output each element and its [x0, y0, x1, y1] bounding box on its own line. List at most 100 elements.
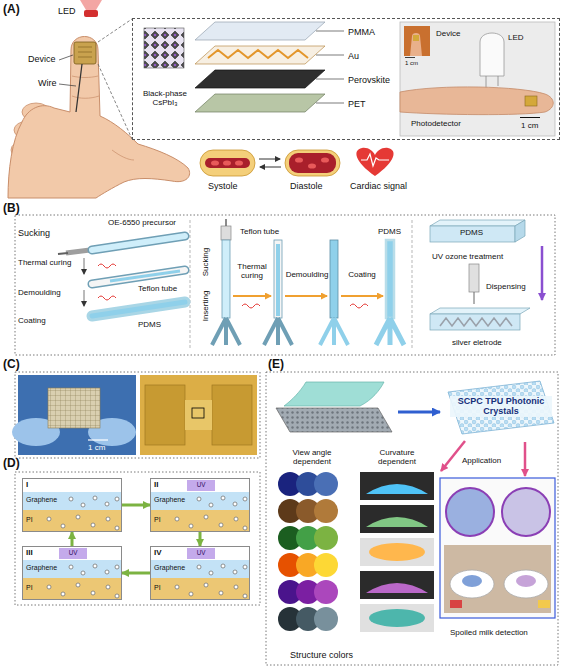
structure-color-samples — [369, 543, 425, 561]
ion-dot — [175, 585, 179, 589]
node-text: PI — [26, 584, 33, 592]
electrode-dispensing-process — [430, 220, 525, 226]
layer-stack — [195, 94, 325, 112]
panel-label: (E) — [268, 358, 284, 372]
annotation-label: PDMS — [460, 228, 483, 237]
uv-lamp: UV — [59, 548, 87, 559]
led-and-device — [59, 0, 132, 139]
blood-vessel-illustration — [285, 150, 340, 176]
slanted-tube-process — [84, 258, 85, 274]
device-photo — [480, 33, 504, 76]
cycle-arrow — [122, 504, 150, 507]
led-and-device — [76, 64, 82, 112]
electrode-dispensing-process — [541, 246, 544, 300]
ion-dot — [243, 497, 247, 501]
ion-dot — [76, 515, 80, 519]
ion-dot — [221, 564, 225, 568]
ion-dot — [115, 497, 119, 501]
annotation-label: View angle dependent — [282, 448, 342, 466]
annotation-label: Sucking — [201, 248, 210, 276]
blood-vessel-illustration — [211, 160, 219, 165]
annotation-label: OE-6550 precursor — [108, 218, 176, 227]
blood-vessel-illustration — [205, 158, 250, 168]
ion-dot — [209, 503, 213, 507]
node-text: PET — [348, 99, 366, 109]
photonic-crystal-sheet: SCPC TPU Photonic Crystals — [447, 380, 555, 436]
slanted-tube-process — [92, 270, 185, 284]
vertical-tube-process — [274, 240, 282, 318]
annotation-label: Device — [28, 54, 56, 64]
structure-color-samples — [314, 607, 338, 631]
ion-dot — [204, 583, 208, 587]
structure-color-samples — [314, 472, 338, 496]
structure-color-samples — [366, 517, 428, 527]
vertical-tube-process — [386, 240, 394, 318]
annotation-label: Coating — [339, 270, 385, 279]
ion-dot — [81, 503, 85, 507]
annotation-label: Sucking — [18, 228, 50, 238]
ion-dot — [175, 517, 179, 521]
node-text: Perovskite — [348, 75, 390, 85]
slanted-tube-process — [58, 236, 185, 316]
device-photo — [400, 22, 555, 136]
structure-color-samples — [360, 538, 434, 566]
device-photo — [486, 76, 487, 88]
vertical-tube-process — [330, 240, 338, 318]
node-text: UV — [187, 481, 215, 488]
blood-vessel-illustration — [289, 153, 336, 173]
led-and-device — [78, 47, 92, 57]
annotation-label: Application — [462, 456, 501, 465]
photonic-crystal-panel — [284, 382, 384, 406]
panel-label: (A) — [3, 3, 20, 17]
vertical-tube-process — [233, 295, 271, 297]
node-text: PI — [154, 584, 161, 592]
photonic-crystal-panel — [266, 372, 558, 665]
ion-dot — [243, 594, 247, 598]
device-photo — [498, 76, 499, 86]
structure-color-samples — [314, 526, 338, 550]
ion-dot — [69, 497, 73, 501]
vertical-tube-process — [341, 295, 383, 297]
uv-lamp: UV — [187, 548, 215, 559]
panel-label: (D) — [3, 457, 20, 471]
device-photos — [145, 385, 185, 445]
ion-dot — [91, 591, 95, 595]
layer-stack — [316, 31, 344, 103]
node-text: II — [154, 480, 158, 489]
electrode-dispensing-process — [430, 226, 515, 242]
electrode-dispensing-process — [469, 264, 479, 292]
cycle-arrow — [199, 532, 202, 546]
ion-dot — [197, 565, 201, 569]
annotation-label: 1 cm — [88, 443, 105, 452]
uv-process-step: IGraphenePI — [22, 478, 122, 532]
device-photo — [400, 87, 553, 115]
milk-detection-photo — [450, 600, 462, 608]
fabrication-panel-frame — [190, 220, 191, 350]
device-photos — [88, 439, 108, 440]
vertical-tube-process — [285, 295, 327, 297]
node-text: I — [26, 480, 28, 489]
photonic-crystal-panel — [266, 372, 558, 665]
annotation-label: Structure colors — [290, 650, 353, 660]
ion-dot — [93, 496, 97, 500]
ion-dot — [115, 526, 119, 530]
milk-detection-photo — [440, 478, 555, 618]
ion-dot — [69, 565, 73, 569]
annotation-label: Demoulding — [18, 288, 61, 297]
annotation-label: Curvature dependent — [367, 448, 427, 466]
annotation-label: Coating — [18, 316, 46, 325]
milk-detection-photo — [538, 600, 550, 608]
electrode-dispensing-process — [515, 220, 525, 242]
photonic-crystal-panel — [441, 441, 465, 471]
milk-detection-photo — [446, 488, 494, 536]
electrode-dispensing-process — [440, 318, 512, 326]
perovskite-crystal — [144, 28, 184, 68]
ion-dot — [234, 517, 238, 521]
ion-dot — [105, 502, 109, 506]
ion-dot — [243, 565, 247, 569]
slanted-tube-process — [92, 270, 185, 284]
heart-icon — [356, 148, 393, 176]
structure-color-samples — [314, 580, 338, 604]
ion-dot — [204, 515, 208, 519]
